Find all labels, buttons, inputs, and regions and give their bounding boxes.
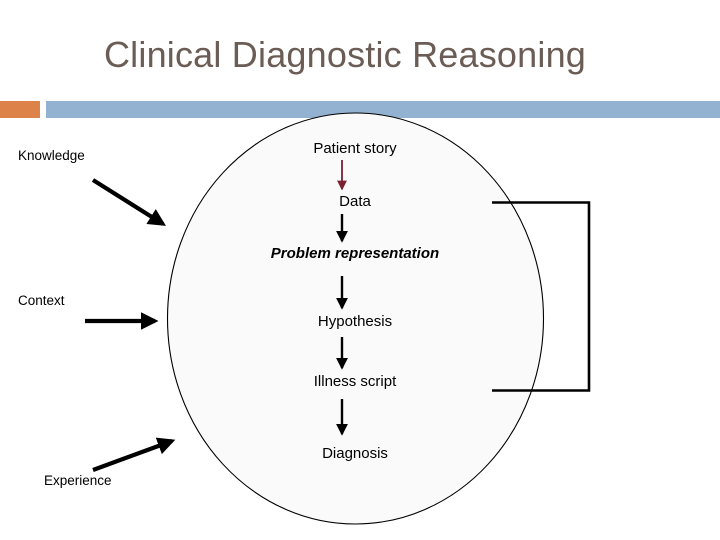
flow-node-problem-representation: Problem representation <box>270 245 440 262</box>
accent-bar <box>46 101 720 118</box>
reasoning-ellipse <box>166 112 545 525</box>
input-label-knowledge: Knowledge <box>18 148 85 163</box>
right-bracket <box>492 201 591 392</box>
flow-node-hypothesis: Hypothesis <box>317 313 393 330</box>
input-label-context: Context <box>18 293 65 308</box>
flow-node-diagnosis: Diagnosis <box>322 445 388 462</box>
flow-node-data: Data <box>339 193 371 210</box>
flow-node-patient-story: Patient story <box>313 140 397 157</box>
page-title: Clinical Diagnostic Reasoning <box>103 34 587 75</box>
accent-square <box>0 101 40 118</box>
flow-node-illness-script: Illness script <box>313 373 397 390</box>
input-label-experience: Experience <box>44 473 112 488</box>
input-arrow-knowledge <box>91 178 166 226</box>
input-arrow-experience <box>92 437 176 472</box>
